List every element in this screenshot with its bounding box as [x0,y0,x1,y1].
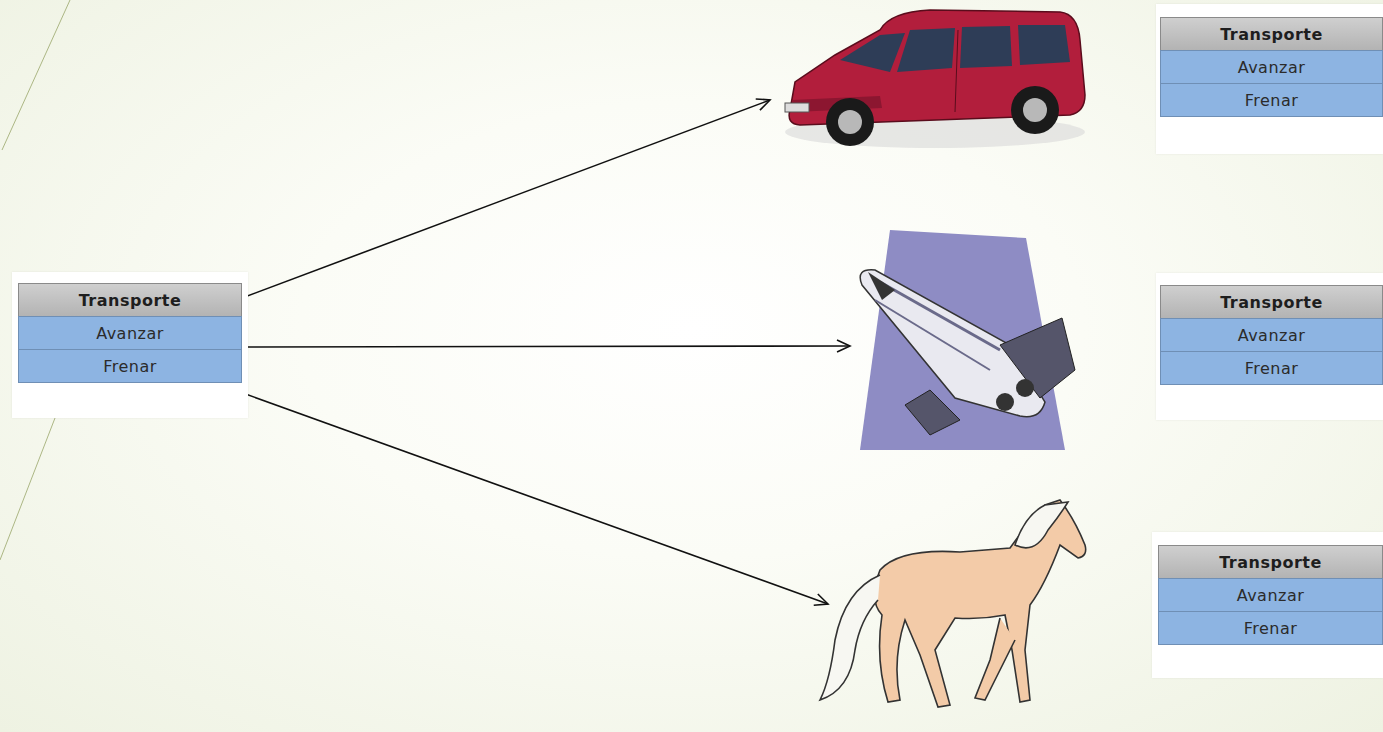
method-name: Avanzar [1160,318,1383,352]
method-name: Frenar [1160,83,1383,117]
class-box: TransporteAvanzarFrenar [1152,532,1383,678]
method-name: Avanzar [18,316,242,350]
method-name: Frenar [1160,351,1383,385]
class-name: Transporte [18,283,242,317]
method-name: Avanzar [1160,50,1383,84]
shuttle-illustration [860,230,1075,450]
class-name: Transporte [1160,17,1383,51]
van-illustration [785,10,1085,148]
class-box: TransporteAvanzarFrenar [1156,273,1383,420]
class-box: TransporteAvanzarFrenar [12,272,248,418]
class-name: Transporte [1158,545,1383,579]
method-name: Frenar [18,349,242,383]
pointer-arrows [240,100,850,604]
method-name: Avanzar [1158,578,1383,612]
class-box: TransporteAvanzarFrenar [1156,4,1383,154]
horse-illustration [820,500,1086,707]
method-name: Frenar [1158,611,1383,645]
class-name: Transporte [1160,285,1383,319]
